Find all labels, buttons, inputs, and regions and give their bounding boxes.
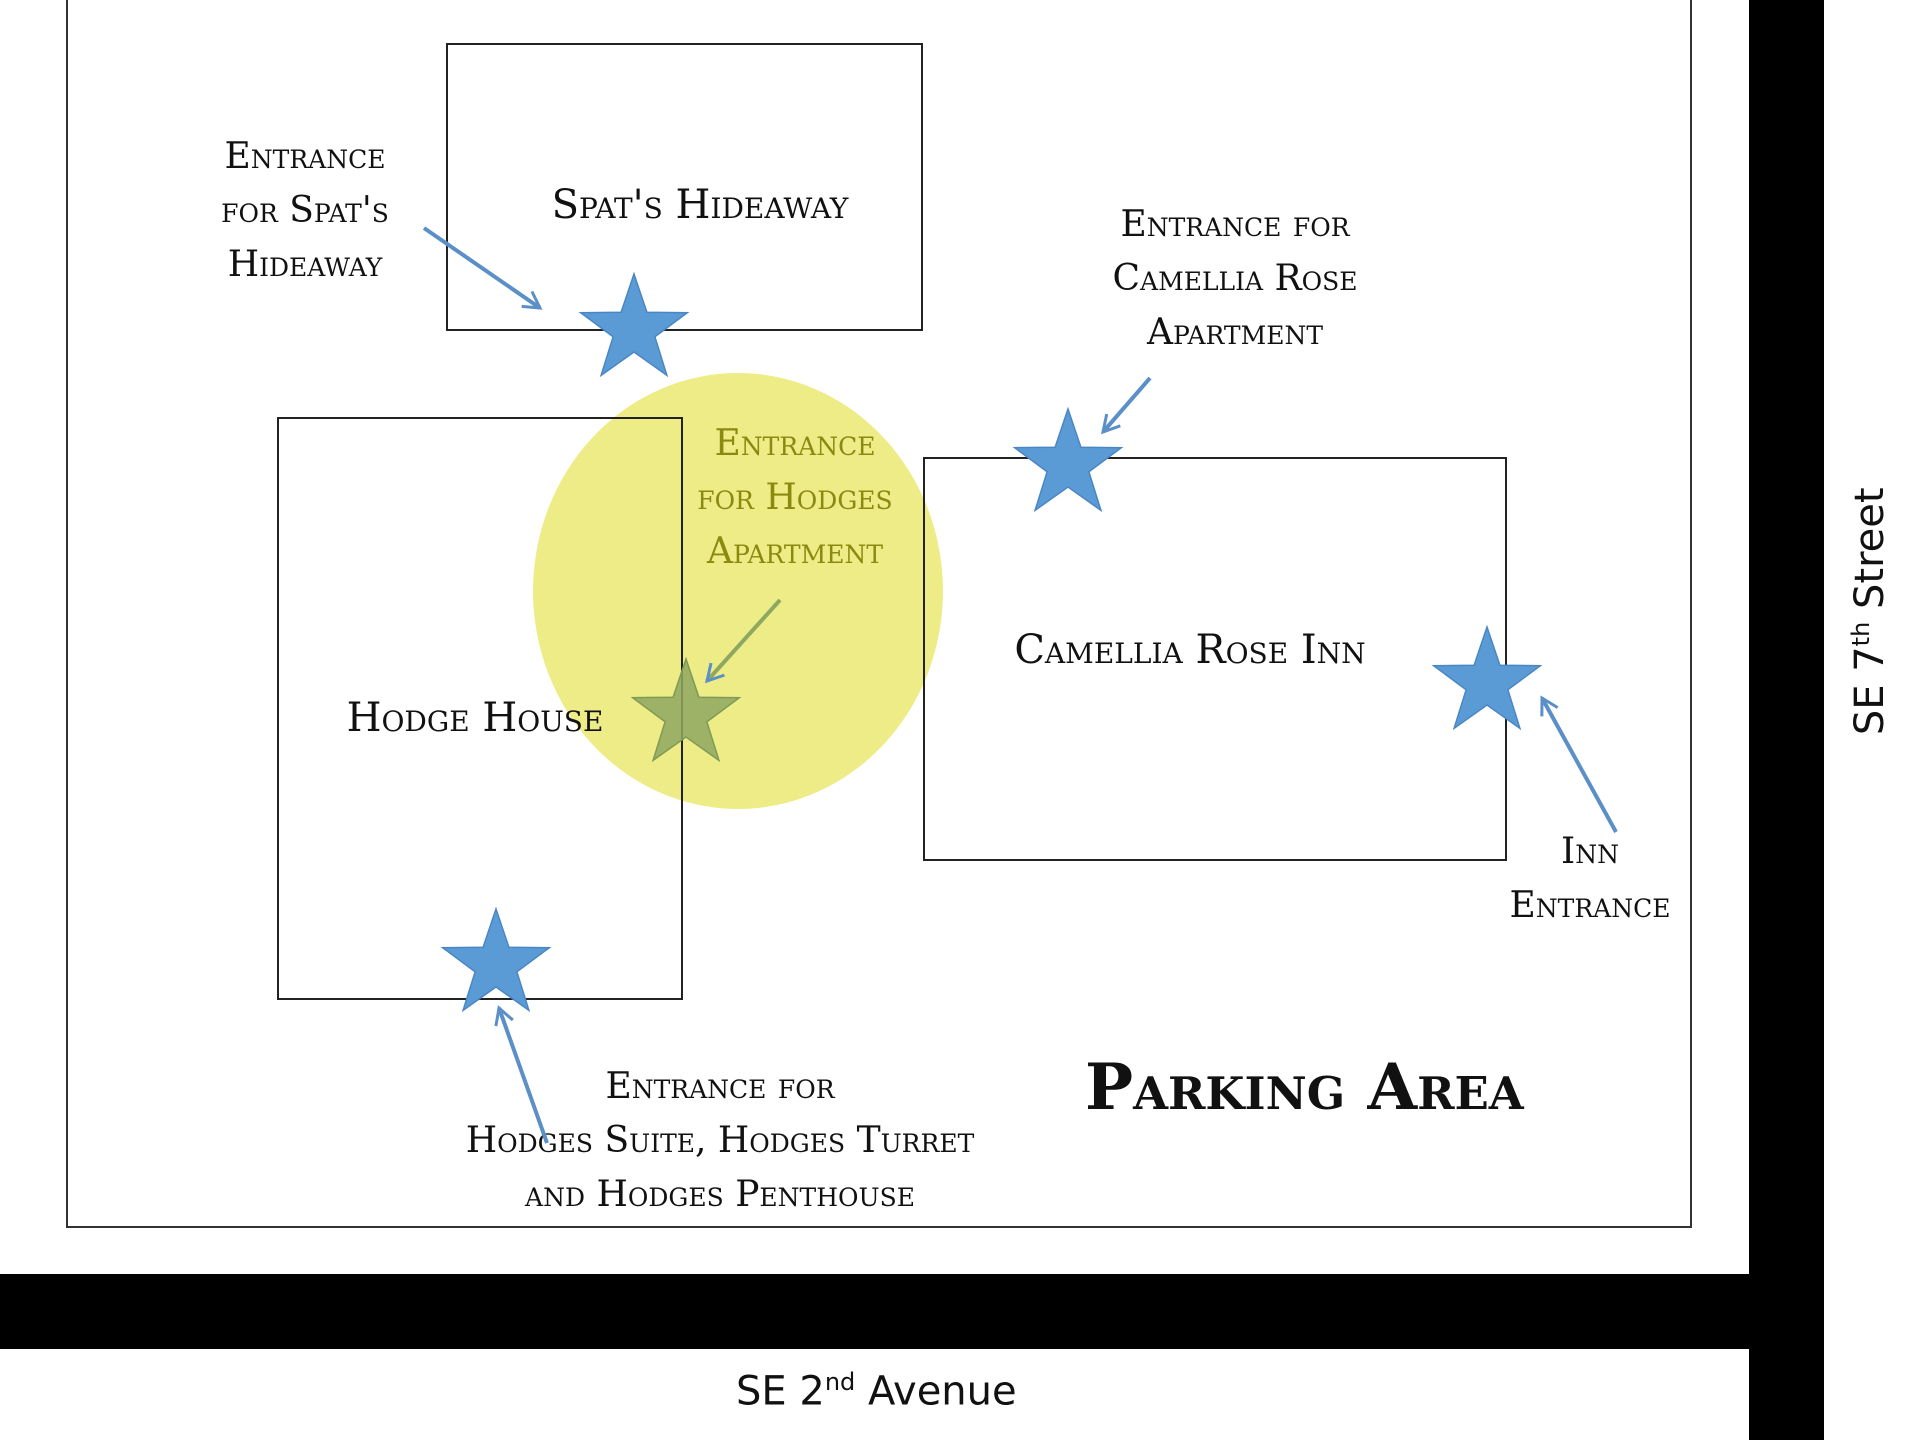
hodges-apartment-entrance-note: Entrance for Hodges Apartment (680, 417, 910, 579)
hodges-suites-line-3: and Hodges Penthouse (525, 1174, 915, 1215)
avenue-label-sup: nd (824, 1368, 856, 1396)
hodges-apartment-line-1: Entrance (714, 423, 876, 464)
avenue-label-prefix: SE 2 (736, 1368, 825, 1415)
camellia-rose-inn-label: Camellia Rose Inn (1014, 627, 1366, 673)
avenue-label-suffix: Avenue (855, 1368, 1017, 1415)
spats-entrance-line-3: Hideaway (227, 244, 383, 285)
arrow-icon-hodges-apartment (704, 598, 782, 684)
spats-entrance-note: Entrance for Spat's Hideaway (190, 130, 420, 292)
star-icon-spats (578, 271, 690, 378)
building-spats-hideaway (446, 43, 923, 331)
arrow-icon-inn (1540, 695, 1618, 833)
hodges-suites-line-1: Entrance for (605, 1066, 835, 1107)
inn-entrance-line-1: Inn (1561, 831, 1619, 872)
avenue-label: SE 2nd Avenue (736, 1368, 1017, 1414)
highlight-circle (533, 373, 943, 809)
camellia-apartment-line-1: Entrance for (1120, 204, 1350, 245)
inn-entrance-note: Inn Entrance (1495, 825, 1685, 933)
spats-hideaway-label: Spat's Hideaway (551, 182, 849, 228)
road-se-7th-street (1749, 0, 1824, 1440)
inn-entrance-line-2: Entrance (1509, 885, 1671, 926)
camellia-apartment-line-2: Camellia Rose (1112, 258, 1358, 299)
parking-area-label: Parking Area (1085, 1050, 1524, 1125)
spats-entrance-line-1: Entrance (224, 136, 386, 177)
hodges-apartment-line-2: for Hodges (697, 477, 893, 518)
star-icon-hodges-apartment (630, 656, 742, 763)
arrow-icon-spats (422, 226, 543, 310)
road-se-2nd-avenue (0, 1274, 1749, 1349)
hodges-suites-entrance-note: Entrance for Hodges Suite, Hodges Turret… (455, 1060, 985, 1222)
star-icon-hodges-suites (440, 906, 552, 1013)
arrow-icon-camellia-apartment (1100, 376, 1152, 435)
star-icon-camellia-apartment (1012, 406, 1124, 513)
hodges-apartment-line-3: Apartment (706, 531, 884, 572)
star-icon-inn (1431, 624, 1543, 731)
hodge-house-label: Hodge House (346, 695, 604, 741)
camellia-apartment-entrance-note: Entrance for Camellia Rose Apartment (1080, 198, 1390, 360)
camellia-apartment-line-3: Apartment (1146, 312, 1324, 353)
building-camellia-rose-inn (923, 457, 1507, 861)
arrow-icon-hodges-suites (494, 1005, 549, 1144)
spats-entrance-line-2: for Spat's (221, 190, 389, 231)
hodges-suites-line-2: Hodges Suite, Hodges Turret (465, 1120, 975, 1161)
